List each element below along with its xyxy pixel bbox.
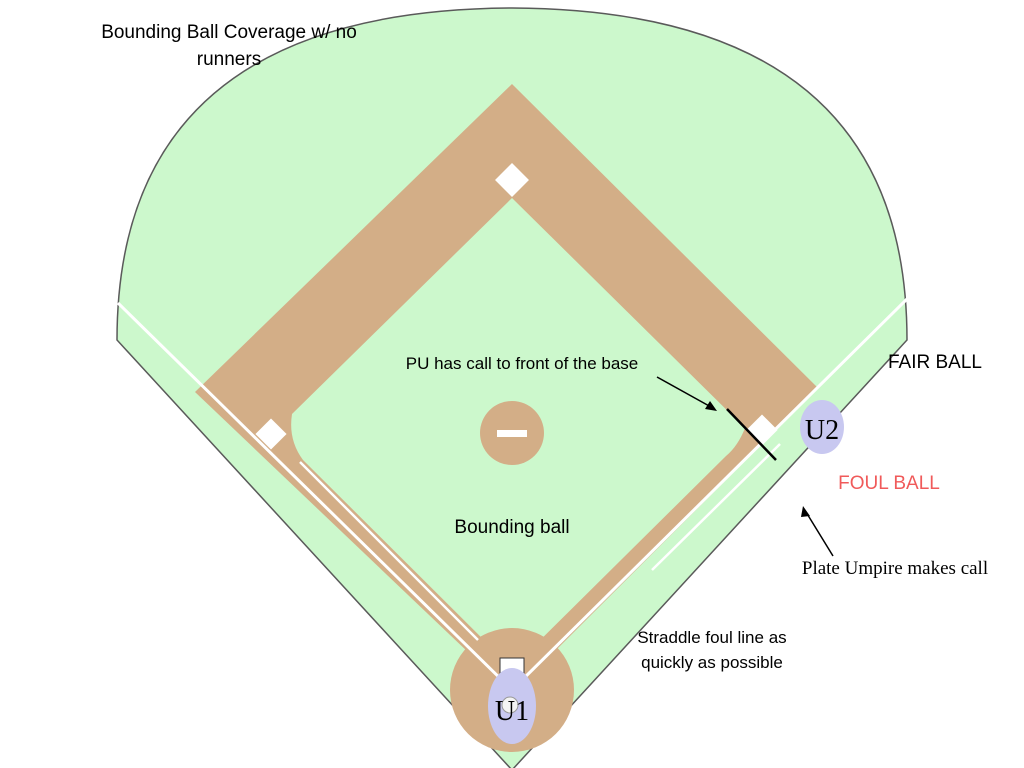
plate-umpire-arrowhead: [801, 506, 810, 517]
diagram-title-line1: Bounding Ball Coverage w/ no: [101, 22, 357, 43]
straddle-label-line2: quickly as possible: [641, 653, 783, 672]
plate-umpire-arrow: [805, 511, 834, 557]
pu-call-arrowhead: [705, 401, 717, 411]
pu-call-label: PU has call to front of the base: [406, 354, 638, 373]
right-coach-line: [651, 443, 781, 571]
u2-label: U2: [805, 415, 839, 446]
pu-call-arrow: [656, 376, 712, 408]
diagram-title-line2: runners: [197, 49, 261, 70]
pitchers-rubber: [497, 430, 527, 437]
right-foul-line: [510, 296, 910, 692]
third-base: [255, 418, 287, 450]
second-base: [495, 163, 529, 197]
left-foul-line: [116, 301, 514, 692]
baseball-icon: [501, 696, 519, 714]
left-coach-line: [299, 461, 479, 641]
plate-umpire-label: Plate Umpire makes call: [802, 558, 988, 579]
u2-marker: [800, 400, 844, 454]
call-line: [726, 408, 777, 461]
bounding-ball-label: Bounding ball: [454, 517, 569, 538]
fair-ball-label: FAIR BALL: [888, 352, 982, 373]
u1-label: U1: [495, 696, 529, 727]
straddle-label-line1: Straddle foul line as: [637, 628, 786, 647]
foul-ball-label: FOUL BALL: [838, 473, 940, 494]
